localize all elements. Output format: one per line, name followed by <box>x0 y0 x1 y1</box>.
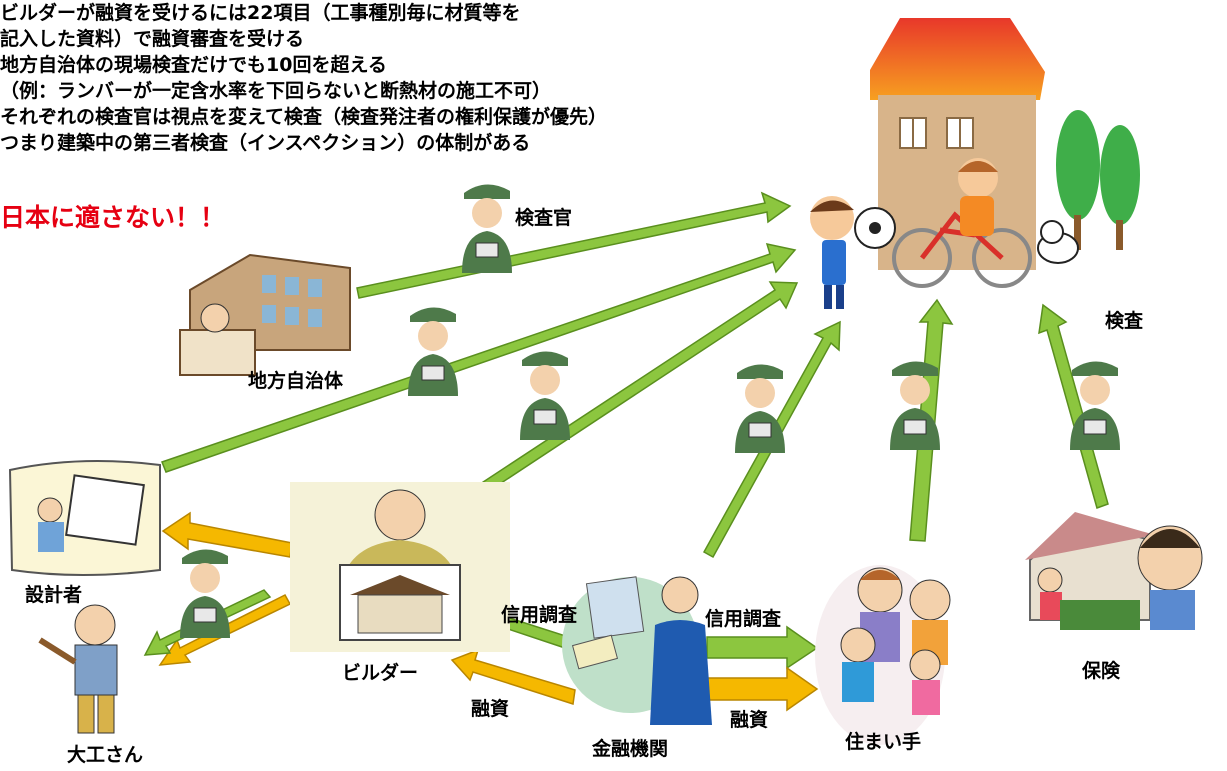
note-line: （例：ランバーが一定含水率を下回らないと断熱材の施工不可） <box>0 80 552 102</box>
builder-illustration <box>290 482 510 652</box>
label-local-government: 地方自治体 <box>248 370 344 392</box>
inspector-figures <box>180 184 1120 638</box>
note-line: つまり建築中の第三者検査（インスペクション）の体制がある <box>0 132 531 154</box>
residents-illustration <box>815 565 951 745</box>
explanation-notes: ビルダーが融資を受けるには22項目（工事種別毎に材質等を 記入した資料）で融資審… <box>0 0 607 156</box>
finance-illustration <box>562 576 712 725</box>
note-line: それぞれの検査官は視点を変えて検査（検査発注者の権利保護が優先） <box>0 106 608 128</box>
local-government-illustration <box>179 253 351 376</box>
label-carpenter: 大工さん <box>67 744 144 766</box>
insurance-illustration <box>1025 512 1203 630</box>
note-line: ビルダーが融資を受けるには22項目（工事種別毎に材質等を <box>0 2 521 24</box>
label-inspector: 検査官 <box>515 207 573 229</box>
house-illustration <box>870 18 1045 270</box>
label-credit-check-left: 信用調査 <box>501 604 578 626</box>
children-illustration <box>810 158 1079 309</box>
label-loan-right: 融資 <box>730 709 769 731</box>
label-loan-left: 融資 <box>471 698 510 720</box>
warning-text: 日本に適さない！！ <box>0 203 226 232</box>
label-resident: 住まい手 <box>845 731 922 753</box>
trees-illustration <box>1056 110 1140 250</box>
note-line: 地方自治体の現場検査だけでも10回を超える <box>0 54 387 76</box>
label-designer: 設計者 <box>25 584 83 606</box>
note-line: 記入した資料）で融資審査を受ける <box>0 28 305 50</box>
label-financial-institution: 金融機関 <box>592 738 669 760</box>
label-credit-check-right: 信用調査 <box>705 608 782 630</box>
designer-illustration <box>8 460 161 576</box>
label-inspection: 検査 <box>1105 310 1144 332</box>
label-builder: ビルダー <box>342 662 419 684</box>
carpenter-illustration <box>38 604 118 734</box>
label-insurance: 保険 <box>1082 660 1121 682</box>
